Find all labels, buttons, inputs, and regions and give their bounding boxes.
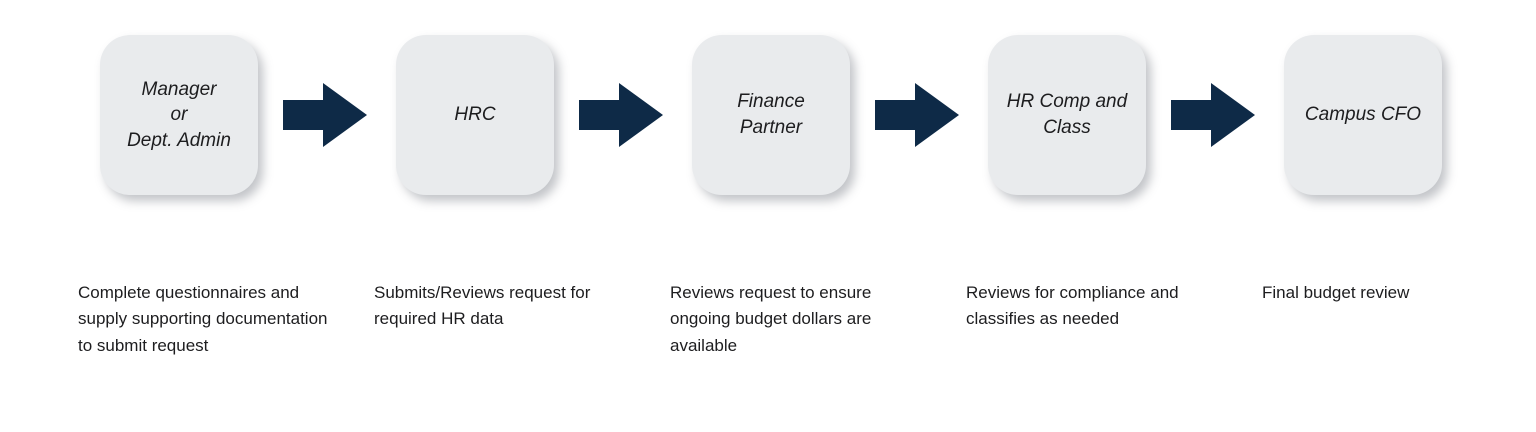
- process-step: HR Comp and Class Reviews for compliance…: [966, 35, 1228, 333]
- step-label: Campus CFO: [1304, 104, 1422, 126]
- flow-arrow-icon: [283, 83, 367, 147]
- process-step: HRC Submits/Reviews request for required…: [374, 35, 636, 333]
- step-label: Manager or Dept. Admin: [127, 78, 231, 151]
- process-step: Manager or Dept. Admin Complete question…: [78, 35, 340, 359]
- process-step-box: Finance Partner: [692, 35, 850, 195]
- step-description: Reviews request to ensure ongoing budget…: [670, 283, 872, 355]
- process-step: Finance Partner Reviews request to ensur…: [670, 35, 932, 359]
- flow-arrow-icon: [875, 83, 959, 147]
- step-description: Reviews for compliance and classifies as…: [966, 283, 1179, 329]
- process-step-box: Manager or Dept. Admin: [100, 35, 258, 195]
- process-step-box: HRC: [396, 35, 554, 195]
- process-step: Campus CFO Final budget review: [1262, 35, 1524, 306]
- process-step-box: HR Comp and Class: [988, 35, 1146, 195]
- process-step-box: Campus CFO: [1284, 35, 1442, 195]
- flow-arrow-icon: [579, 83, 663, 147]
- flow-arrow-icon: [1171, 83, 1255, 147]
- step-label: Finance Partner: [737, 91, 805, 138]
- step-description: Complete questionnaires and supply suppo…: [78, 283, 328, 355]
- step-label: HR Comp and Class: [1006, 91, 1128, 138]
- step-description: Submits/Reviews request for required HR …: [374, 283, 591, 329]
- step-label: HRC: [454, 104, 496, 126]
- step-description: Final budget review: [1262, 283, 1410, 302]
